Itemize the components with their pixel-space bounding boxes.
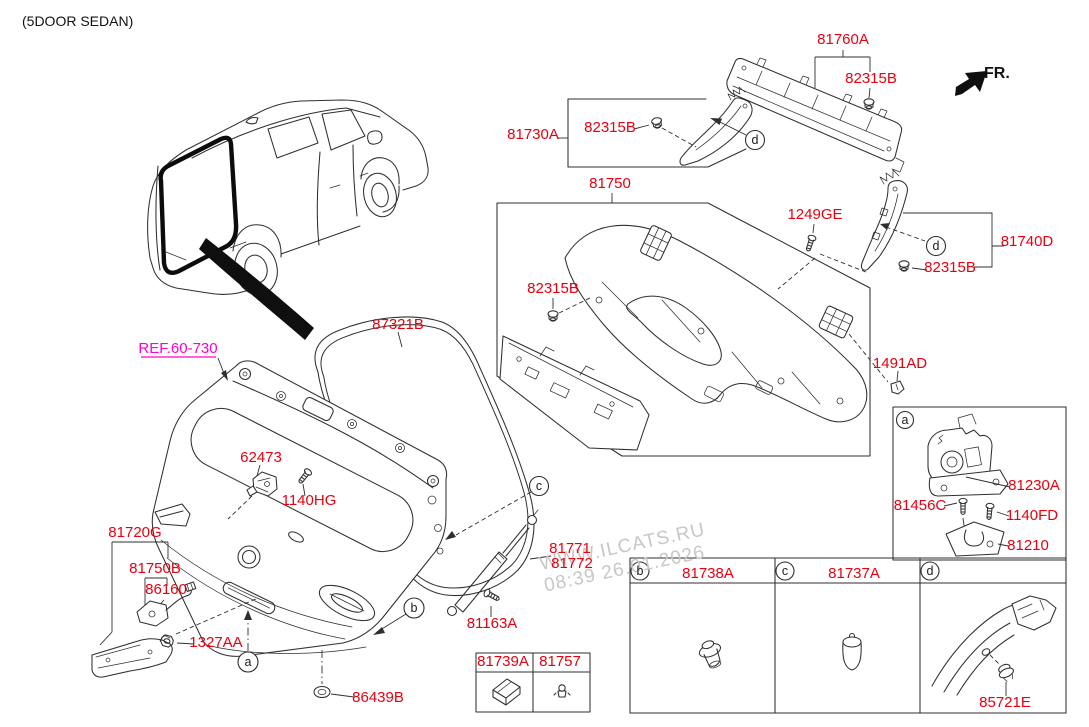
- part-label-81720g[interactable]: 81720G: [108, 524, 161, 541]
- part-label-1249ge[interactable]: 1249GE: [787, 206, 842, 223]
- grommet-82315b-icon: [547, 310, 559, 322]
- callout-b-tailgate: b: [411, 601, 418, 615]
- parts-table: [629, 557, 1067, 714]
- top-bracket-lines: [814, 50, 875, 110]
- detail-box-a: [892, 406, 1067, 561]
- corner-trim-box: [558, 86, 753, 168]
- grommet-81738a-drawing: [698, 640, 722, 669]
- bolt-1140fd-icon: [984, 502, 995, 521]
- fastener-table: [475, 652, 591, 713]
- page-title: (5DOOR SEDAN): [22, 13, 133, 29]
- tailgate-outer-drawing: [151, 360, 448, 657]
- part-label-62473[interactable]: 62473: [240, 449, 282, 466]
- part-label-82315b-top[interactable]: 82315B: [845, 70, 897, 87]
- grommet-82315b-icon: [863, 98, 875, 110]
- stop-lamp-drawing: [91, 638, 173, 678]
- part-label-85721e[interactable]: 85721E: [979, 694, 1031, 711]
- part-label-1140hg[interactable]: 1140HG: [282, 492, 337, 509]
- part-label-82315b-panel[interactable]: 82315B: [527, 280, 579, 297]
- part-label-81750[interactable]: 81750: [589, 175, 631, 192]
- corner-trim-lh-drawing: [679, 97, 753, 166]
- callout-d-table: d: [927, 564, 934, 578]
- fr-indicator: [955, 71, 987, 96]
- part-label-81230a[interactable]: 81230A: [1008, 477, 1060, 494]
- part-label-87321b[interactable]: 87321B: [372, 316, 424, 333]
- latch-bracket-drawing: [227, 464, 314, 520]
- part-label-81772[interactable]: 81772: [551, 555, 593, 572]
- pillar-detail-85721e-drawing: [931, 595, 1057, 696]
- clip-81757-drawing: [553, 684, 571, 698]
- plug-81737a-drawing: [842, 632, 862, 671]
- side-mirror: [367, 130, 383, 145]
- tailgate-trim-panel-drawing: [564, 224, 868, 423]
- part-label-81730a[interactable]: 81730A: [507, 126, 559, 143]
- part-label-86160[interactable]: 86160: [145, 581, 187, 598]
- gas-lifter-drawing: [445, 491, 552, 617]
- reference-leaders: [141, 331, 403, 381]
- lamp-assembly-group: [91, 541, 407, 699]
- part-label-82315b-corner[interactable]: 82315B: [584, 119, 636, 136]
- callout-d-corner: d: [752, 133, 759, 147]
- fr-arrow-icon: [955, 71, 987, 96]
- part-label-81740d[interactable]: 81740D: [1001, 233, 1054, 250]
- part-label-81750b[interactable]: 81750B: [129, 560, 181, 577]
- part-label-81760a[interactable]: 81760A: [817, 31, 869, 48]
- part-label-1491ad[interactable]: 1491AD: [873, 355, 927, 372]
- part-label-81771[interactable]: 81771: [549, 540, 591, 557]
- bolt-81163a-icon: [482, 587, 502, 604]
- grommet-86439b-icon: [313, 685, 331, 699]
- zoom-swoosh: [199, 238, 314, 340]
- fr-label: FR.: [984, 65, 1010, 82]
- lower-trim-drawing: [499, 335, 650, 451]
- pillar-trim-drawing: [860, 169, 1004, 272]
- roof-antenna: [245, 116, 259, 125]
- callout-c-table: c: [782, 564, 788, 578]
- part-label-81456c[interactable]: 81456C: [894, 497, 947, 514]
- screw-81456c-icon: [958, 497, 968, 516]
- part-label-81739a[interactable]: 81739A: [477, 653, 529, 670]
- grommet-82315b-icon: [898, 260, 910, 272]
- callout-circles: [237, 129, 947, 673]
- callout-a-box: a: [902, 413, 909, 427]
- trim-panel-box: [496, 193, 905, 457]
- car-illustration: [147, 99, 429, 340]
- part-label-1327aa[interactable]: 1327AA: [189, 634, 242, 651]
- pad-81739a-drawing: [492, 678, 521, 706]
- part-label-81738a[interactable]: 81738A: [682, 565, 734, 582]
- part-label-81757[interactable]: 81757: [539, 653, 581, 670]
- grommet-82315b-icon: [650, 116, 664, 130]
- spoiler-trim-drawing: [726, 57, 905, 173]
- part-label-1140fd[interactable]: 1140FD: [1006, 507, 1058, 524]
- screw-1249ge-icon: [803, 233, 818, 253]
- part-label-86439b[interactable]: 86439B: [352, 689, 404, 706]
- part-label-81210[interactable]: 81210: [1007, 537, 1049, 554]
- taillamp-recess: [318, 584, 376, 622]
- opener-switch-drawing: [136, 600, 169, 627]
- ref-60-730-link[interactable]: REF.60-730: [138, 340, 217, 357]
- part-label-81737a[interactable]: 81737A: [828, 565, 880, 582]
- part-label-81163a[interactable]: 81163A: [467, 615, 518, 632]
- callout-b-table: b: [637, 564, 644, 578]
- part-label-82315b-rh[interactable]: 82315B: [924, 259, 976, 276]
- tailgate-opening-highlight: [158, 135, 239, 275]
- callout-d-pillar: d: [933, 239, 940, 253]
- striker-drawing: [945, 521, 1005, 557]
- callout-a-tailgate: a: [245, 655, 252, 669]
- brand-emblem: [237, 545, 261, 569]
- callout-c-lifter: c: [536, 479, 542, 493]
